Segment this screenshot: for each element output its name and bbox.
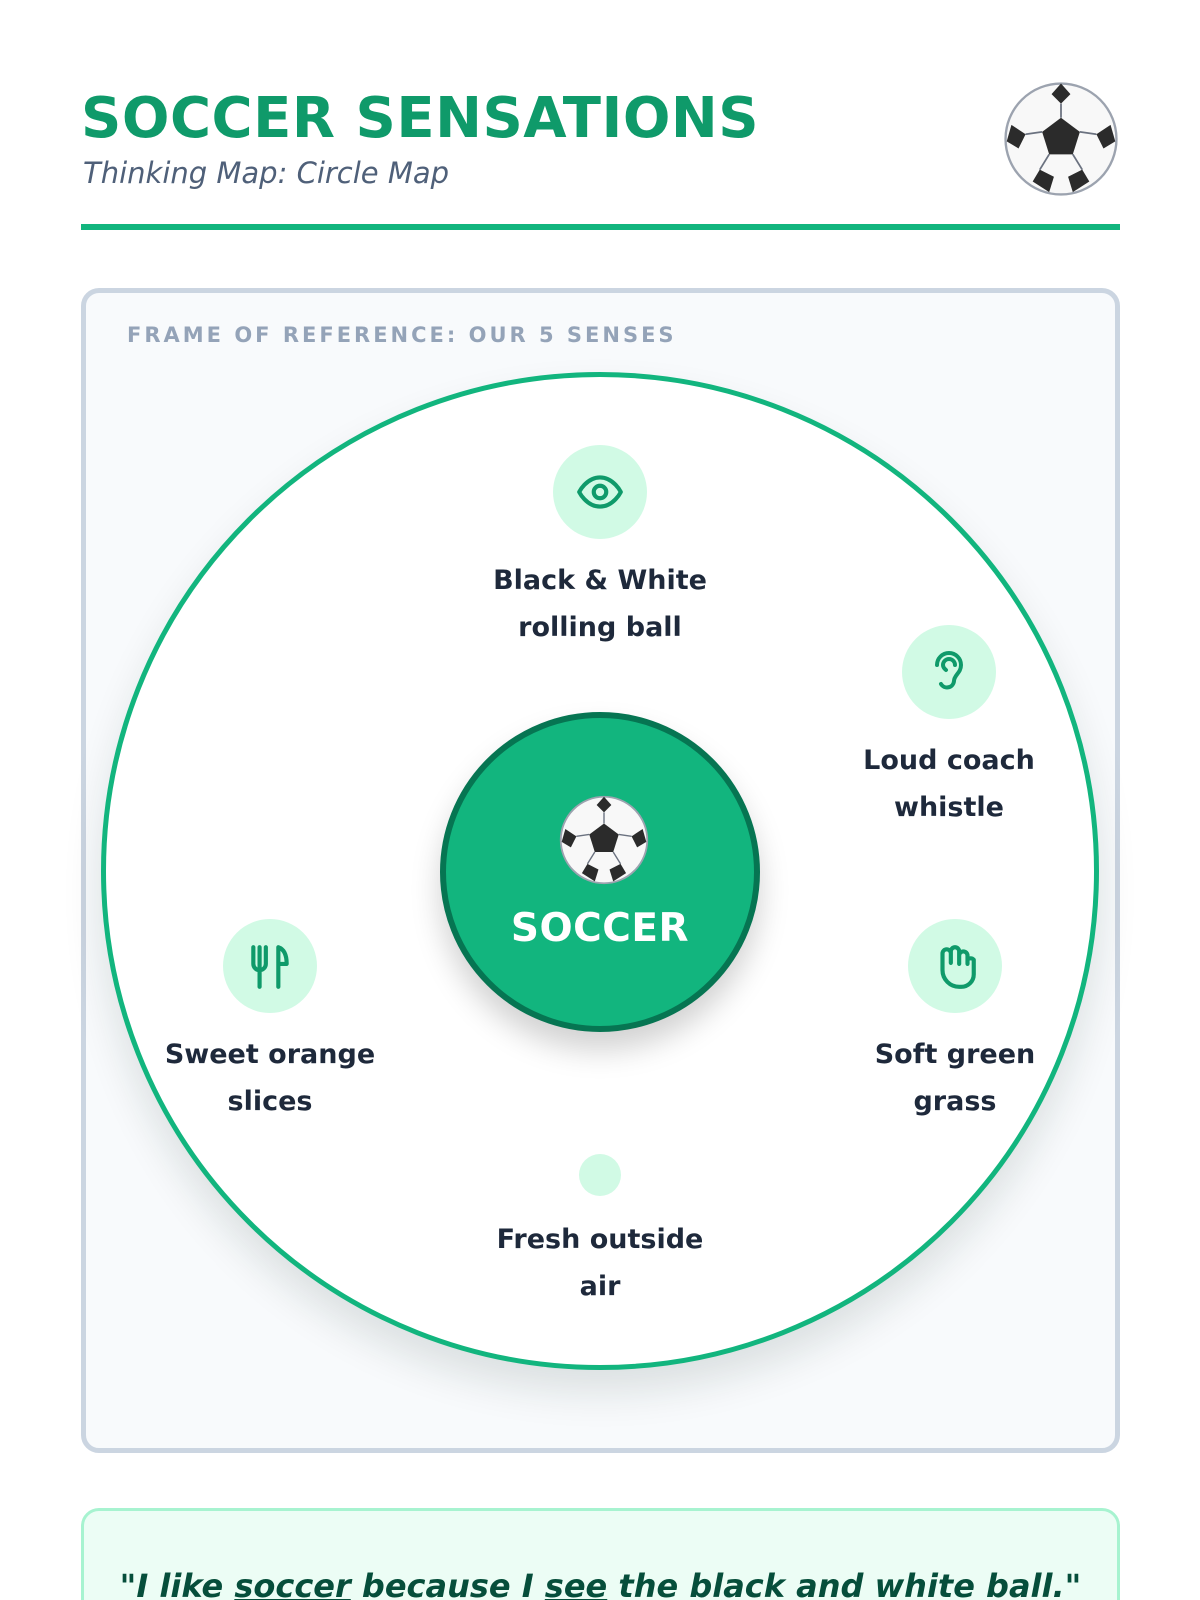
center-label: SOCCER <box>510 906 690 951</box>
sense-smell-text: Fresh outside air <box>480 1216 720 1310</box>
sense-hearing-line2: whistle <box>894 792 1004 823</box>
taste-badge <box>223 919 317 1013</box>
center-topic: SOCCER <box>440 712 760 1032</box>
soccer-ball-icon <box>559 795 649 885</box>
sense-sight-line1: Black & White <box>493 565 707 596</box>
sense-hearing: Loud coach whistle <box>829 625 1069 831</box>
sense-smell-line1: Fresh outside <box>496 1224 704 1255</box>
sense-hearing-text: Loud coach whistle <box>829 737 1069 831</box>
sense-smell-line2: air <box>579 1271 621 1302</box>
sense-taste-line2: slices <box>227 1086 313 1117</box>
sense-hearing-line1: Loud coach <box>863 745 1035 776</box>
sense-taste: Sweet orange slices <box>150 919 390 1125</box>
hearing-badge <box>902 625 996 719</box>
sense-sight-text: Black & White rolling ball <box>480 557 720 651</box>
sense-touch: Soft green grass <box>835 919 1075 1125</box>
page-subtitle: Thinking Map: Circle Map <box>83 156 450 190</box>
header: SOCCER SENSATIONS Thinking Map: Circle M… <box>81 80 1120 230</box>
quote-close: the black and white ball." <box>607 1567 1082 1600</box>
quote-sentence: "I like soccer because I see the black a… <box>84 1567 1117 1600</box>
quote-middle: because I <box>350 1567 545 1600</box>
sense-taste-line1: Sweet orange <box>164 1039 376 1070</box>
sense-touch-text: Soft green grass <box>835 1031 1075 1125</box>
quote-open: "I like <box>119 1567 235 1600</box>
soccer-ball-icon <box>1004 82 1118 196</box>
sense-sight-line2: rolling ball <box>518 612 682 643</box>
frame-label: FRAME OF REFERENCE: OUR 5 SENSES <box>127 323 677 347</box>
sense-sight: Black & White rolling ball <box>480 445 720 651</box>
page-title: SOCCER SENSATIONS <box>81 86 760 151</box>
sense-taste-text: Sweet orange slices <box>150 1031 390 1125</box>
dot-icon <box>579 1154 621 1196</box>
sense-touch-line2: grass <box>913 1086 997 1117</box>
sentence-frame: "I like soccer because I see the black a… <box>81 1508 1120 1600</box>
sense-touch-line1: Soft green <box>874 1039 1036 1070</box>
sense-smell: Fresh outside air <box>480 1128 720 1310</box>
hand-icon <box>940 945 976 989</box>
sight-badge <box>553 445 647 539</box>
eye-icon <box>577 475 623 509</box>
ear-icon <box>935 651 964 690</box>
quote-word-see: see <box>544 1567 608 1600</box>
fork-knife-icon <box>251 945 289 989</box>
quote-word-soccer: soccer <box>234 1567 351 1600</box>
touch-badge <box>908 919 1002 1013</box>
